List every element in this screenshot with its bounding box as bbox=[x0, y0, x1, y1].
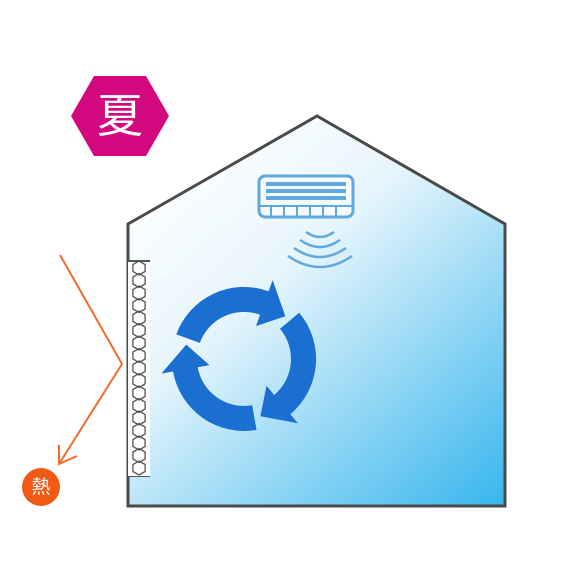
insulation-cell bbox=[132, 372, 146, 389]
air-conditioner-icon bbox=[257, 174, 355, 269]
insulation-cell bbox=[132, 272, 146, 289]
insulation-cell bbox=[132, 385, 146, 401]
circulation-arrows-icon bbox=[161, 280, 317, 431]
heat-badge-circle bbox=[22, 468, 60, 506]
insulation-cell bbox=[132, 360, 146, 376]
insulation-cell bbox=[132, 335, 146, 351]
season-badge: 夏 bbox=[71, 76, 169, 156]
insulation-cell bbox=[132, 322, 146, 339]
circulation-arrow bbox=[176, 280, 286, 343]
season-badge-hexagon bbox=[71, 76, 169, 156]
heat-badge: 熱 bbox=[22, 468, 60, 506]
insulation-cell bbox=[132, 447, 146, 464]
insulation-cell bbox=[132, 347, 146, 364]
insulation-cell bbox=[132, 460, 146, 476]
heat-flow-arrow-icon bbox=[58, 254, 124, 466]
insulation-cell bbox=[132, 397, 146, 414]
insulation-cell bbox=[132, 422, 146, 439]
insulation-cell bbox=[132, 310, 146, 326]
insulation-cell bbox=[132, 297, 146, 314]
insulation-cell bbox=[132, 260, 146, 276]
insulation-cell bbox=[132, 285, 146, 301]
circulation-arrow bbox=[161, 344, 257, 431]
insulation-wall-icon bbox=[128, 260, 150, 477]
insulation-cell bbox=[132, 410, 146, 426]
circulation-arrow bbox=[260, 312, 317, 424]
heat-badge-label: 熱 bbox=[31, 476, 50, 498]
season-badge-label: 夏 bbox=[97, 89, 143, 143]
insulation-cell bbox=[132, 435, 146, 451]
